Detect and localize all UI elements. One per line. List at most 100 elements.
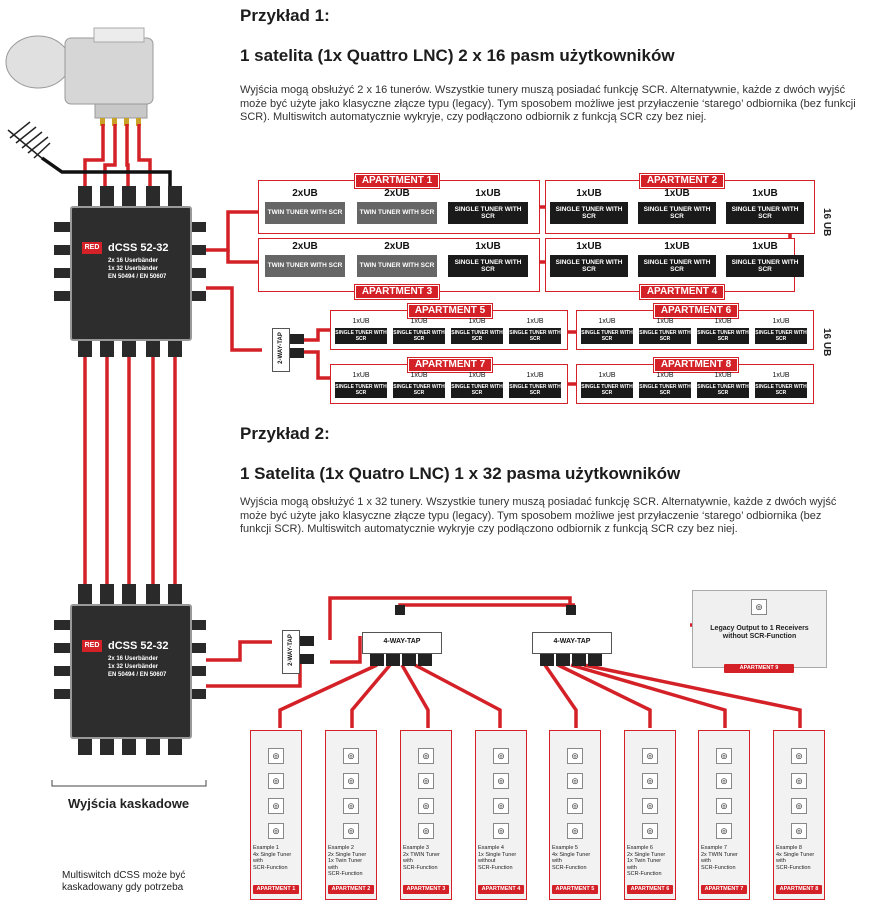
- example1-title: 1 satelita (1x Quattro LNC) 2 x 16 pasm …: [240, 46, 675, 65]
- socket-icon: ⊚: [716, 773, 732, 789]
- tuner-block: SINGLE TUNER WITH SCR: [581, 328, 633, 344]
- socket-icon: ⊚: [716, 748, 732, 764]
- ub-label: 1xUB: [576, 188, 602, 199]
- device-brand: RED: [82, 640, 102, 652]
- apartment-tag: APARTMENT 6: [627, 885, 673, 894]
- socket-icon: ⊚: [268, 773, 284, 789]
- apartment-5-label: APARTMENT 5: [407, 303, 493, 319]
- socket-icon: ⊚: [751, 599, 767, 615]
- tuner-block: SINGLE TUNER WITH SCR: [581, 382, 633, 398]
- apartment-6-label: APARTMENT 6: [653, 303, 739, 319]
- ub-label: 2xUB: [384, 188, 410, 199]
- wall-description: Example 4 1x Single Tuner without SCR-Fu…: [478, 845, 517, 871]
- tuner-block: SINGLE TUNER WITH SCR: [726, 202, 804, 224]
- tuner-block: SINGLE TUNER WITH SCR: [550, 255, 628, 277]
- socket-icon: ⊚: [418, 773, 434, 789]
- tuner-block: SINGLE TUNER WITH SCR: [639, 382, 691, 398]
- tuner-block: SINGLE TUNER WITH SCR: [638, 202, 716, 224]
- tuner-block: SINGLE TUNER WITH SCR: [335, 382, 387, 398]
- apartment-tag: APARTMENT 7: [701, 885, 747, 894]
- socket-icon: ⊚: [791, 798, 807, 814]
- socket-icon: ⊚: [418, 823, 434, 839]
- tuner-block: SINGLE TUNER WITH SCR: [638, 255, 716, 277]
- ub-label: 1xUB: [598, 318, 616, 325]
- socket-icon: ⊚: [418, 748, 434, 764]
- ub-label: 1xUB: [526, 372, 544, 379]
- two-way-tap-label: 2-WAY-TAP: [288, 634, 294, 666]
- example2-text: Wyjścia mogą obsłużyć 1 x 32 tunery. Wsz…: [240, 496, 837, 535]
- tuner-block: TWIN TUNER WITH SCR: [265, 255, 345, 277]
- apartment-tag: APARTMENT 1: [253, 885, 299, 894]
- socket-icon: ⊚: [716, 798, 732, 814]
- socket-icon: ⊚: [268, 823, 284, 839]
- two-way-tap: 2-WAY-TAP: [272, 328, 290, 372]
- ub-label: 1xUB: [410, 372, 428, 379]
- device-line1: 2x 16 Userbänder: [108, 258, 159, 264]
- socket-icon: ⊚: [343, 773, 359, 789]
- tuner-block: TWIN TUNER WITH SCR: [357, 255, 437, 277]
- socket-icon: ⊚: [642, 823, 658, 839]
- device-model: dCSS 52-32: [108, 640, 169, 652]
- wall-description: Example 5 4x Single Tuner with SCR-Funct…: [552, 845, 591, 871]
- socket-icon: ⊚: [567, 748, 583, 764]
- device-line3: EN 50494 / EN 50607: [108, 672, 167, 678]
- ub-label: 1xUB: [714, 318, 732, 325]
- tuner-block: SINGLE TUNER WITH SCR: [697, 328, 749, 344]
- ub-label: 1xUB: [772, 318, 790, 325]
- ub-label: 1xUB: [664, 241, 690, 252]
- wall-description: Example 7 2x TWIN Tuner with SCR-Functio…: [701, 845, 738, 871]
- ub-label: 1xUB: [352, 318, 370, 325]
- wall-description: Example 3 2x TWIN Tuner with SCR-Functio…: [403, 845, 440, 871]
- socket-icon: ⊚: [642, 748, 658, 764]
- apartment-tag: APARTMENT 8: [776, 885, 822, 894]
- example1-heading: Przykład 1:: [240, 6, 330, 25]
- ub-label: 1xUB: [475, 241, 501, 252]
- socket-icon: ⊚: [567, 798, 583, 814]
- device-line3: EN 50494 / EN 50607: [108, 274, 167, 280]
- ub-label: 1xUB: [752, 241, 778, 252]
- ub-label: 1xUB: [576, 241, 602, 252]
- multiswitch-bottom: RED dCSS 52-32 2x 16 Userbänder 1x 32 Us…: [70, 604, 192, 739]
- side-label-16ub-2: 16 UB: [821, 328, 832, 357]
- ub-label: 2xUB: [292, 188, 318, 199]
- device-line2: 1x 32 Userbänder: [108, 266, 159, 272]
- apartment-4-label: APARTMENT 4: [639, 284, 725, 300]
- socket-icon: ⊚: [493, 773, 509, 789]
- two-way-tap: 2-WAY-TAP: [282, 630, 300, 674]
- tuner-block: SINGLE TUNER WITH SCR: [451, 328, 503, 344]
- socket-icon: ⊚: [343, 798, 359, 814]
- ub-label: 1xUB: [526, 318, 544, 325]
- ub-label: 1xUB: [352, 372, 370, 379]
- apartment-1-label: APARTMENT 1: [354, 173, 440, 189]
- apartment-tag: APARTMENT 2: [328, 885, 374, 894]
- tuner-block: SINGLE TUNER WITH SCR: [550, 202, 628, 224]
- apartment-tag: APARTMENT 3: [403, 885, 449, 894]
- tuner-block: SINGLE TUNER WITH SCR: [509, 328, 561, 344]
- socket-icon: ⊚: [791, 773, 807, 789]
- apartment-wall-7: [698, 730, 750, 900]
- wall-description: Example 2 2x Single Tuner 1x Twin Tuner …: [328, 845, 367, 877]
- ub-label: 1xUB: [410, 318, 428, 325]
- apartment-2-label: APARTMENT 2: [639, 173, 725, 189]
- ub-label: 1xUB: [475, 188, 501, 199]
- lnb-icon: [5, 27, 154, 126]
- wall-description: Example 6 2x Single Tuner 1x Twin Tuner …: [627, 845, 666, 877]
- apartment-tag: APARTMENT 5: [552, 885, 598, 894]
- socket-icon: ⊚: [268, 798, 284, 814]
- socket-icon: ⊚: [567, 823, 583, 839]
- example2-heading: Przykład 2:: [240, 424, 330, 443]
- ub-label: 1xUB: [714, 372, 732, 379]
- legacy-apartment-label: APARTMENT 9: [724, 664, 794, 673]
- ub-label: 1xUB: [752, 188, 778, 199]
- ub-label: 1xUB: [598, 372, 616, 379]
- terrestrial-antenna-icon: [7, 121, 51, 161]
- socket-icon: ⊚: [791, 823, 807, 839]
- side-label-16ub: 16 UB: [821, 208, 832, 237]
- socket-icon: ⊚: [642, 773, 658, 789]
- tuner-block: SINGLE TUNER WITH SCR: [448, 202, 528, 224]
- socket-icon: ⊚: [493, 798, 509, 814]
- legacy-output-box: ⊚ Legacy Output to 1 Receivers without S…: [692, 590, 827, 668]
- example2-title: 1 Satelita (1x Quatro LNC) 1 x 32 pasma …: [240, 464, 681, 483]
- tuner-block: SINGLE TUNER WITH SCR: [335, 328, 387, 344]
